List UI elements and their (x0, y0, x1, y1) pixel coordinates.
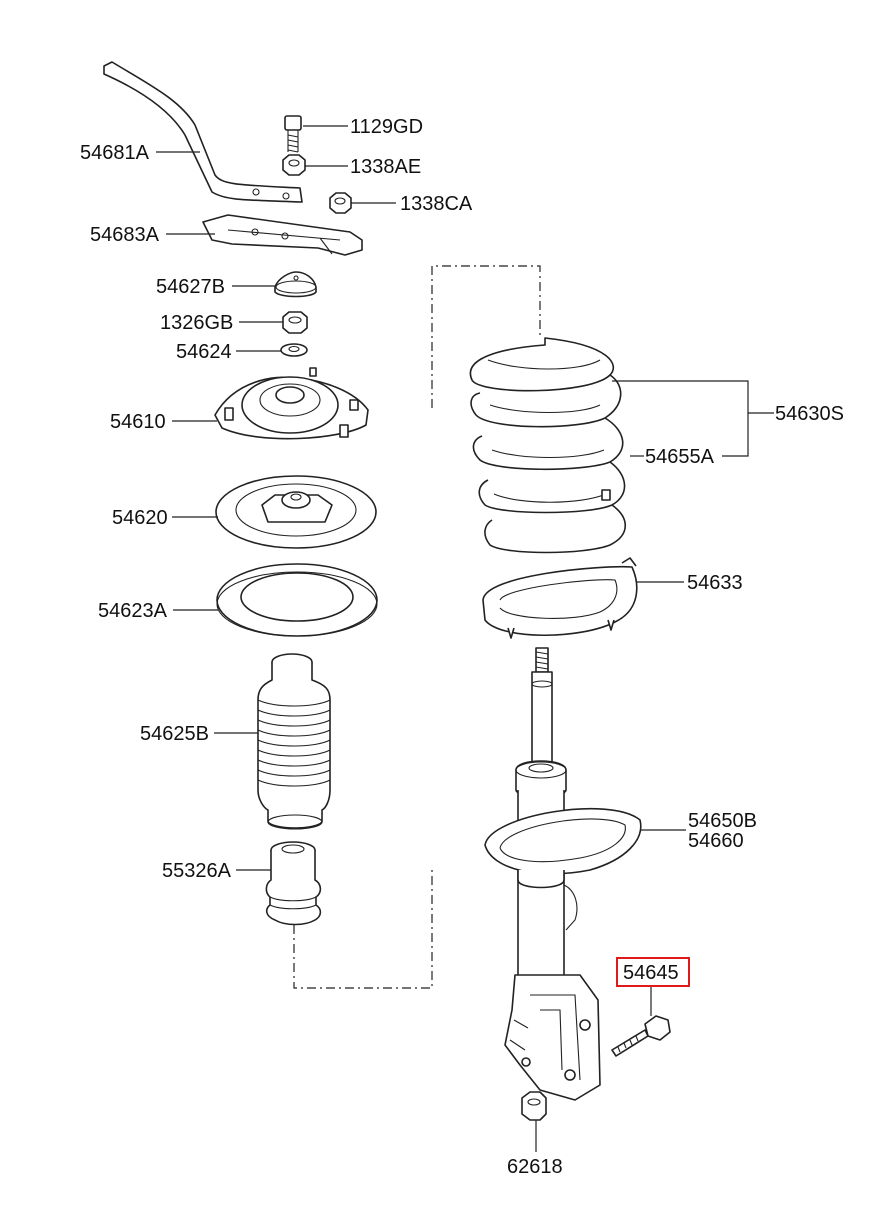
highlight-box-54645 (616, 957, 690, 987)
label-54630s: 54630S (775, 403, 844, 425)
nut-1326gb-drawing (282, 311, 308, 334)
label-54633: 54633 (687, 572, 743, 594)
label-54655a: 54655A (645, 446, 715, 468)
label-62618: 62618 (507, 1156, 563, 1178)
insulator-54623a-drawing (216, 563, 378, 637)
stabilizer-link-drawing (103, 61, 303, 203)
label-55326a: 55326A (162, 860, 232, 882)
label-54660: 54660 (688, 830, 744, 852)
label-54623a: 54623A (98, 600, 168, 622)
nut-1338ae-drawing (282, 154, 306, 176)
coil-spring-drawing (469, 337, 627, 554)
dashed-leader-lower (293, 868, 433, 989)
label-54624: 54624 (176, 341, 232, 363)
bracket-54683a-drawing (202, 214, 363, 256)
dashed-leader-upper (431, 265, 541, 408)
nut-1338ca-drawing (329, 192, 352, 214)
strut-mount-54610-drawing (214, 367, 369, 440)
washer-54624-drawing (280, 343, 308, 357)
label-1338ca: 1338CA (400, 193, 473, 215)
label-54681a: 54681A (80, 142, 150, 164)
leader-lines (156, 125, 774, 1152)
label-54625b: 54625B (140, 723, 209, 745)
label-54645[interactable]: 54645 (623, 962, 679, 984)
bolt-54645-drawing (611, 1015, 671, 1057)
cap-54627b-drawing (274, 271, 317, 298)
label-54650b: 54650B (688, 810, 757, 832)
spring-seat-54633-drawing (482, 557, 638, 639)
label-54683a: 54683A (90, 224, 160, 246)
label-1129gd: 1129GD (350, 116, 423, 138)
label-54620: 54620 (112, 507, 168, 529)
dust-boot-54625b-drawing (257, 653, 331, 830)
label-1326gb: 1326GB (160, 312, 233, 334)
strut-assembly-drawing (484, 647, 642, 1101)
bearing-54620-drawing (215, 475, 377, 549)
bump-stop-55326a-drawing (265, 841, 322, 926)
label-54627b: 54627B (156, 276, 225, 298)
nut-62618-drawing (521, 1091, 547, 1121)
bolt-1129gd-drawing (284, 115, 302, 153)
label-1338ae: 1338AE (350, 156, 421, 178)
label-54610: 54610 (110, 411, 166, 433)
